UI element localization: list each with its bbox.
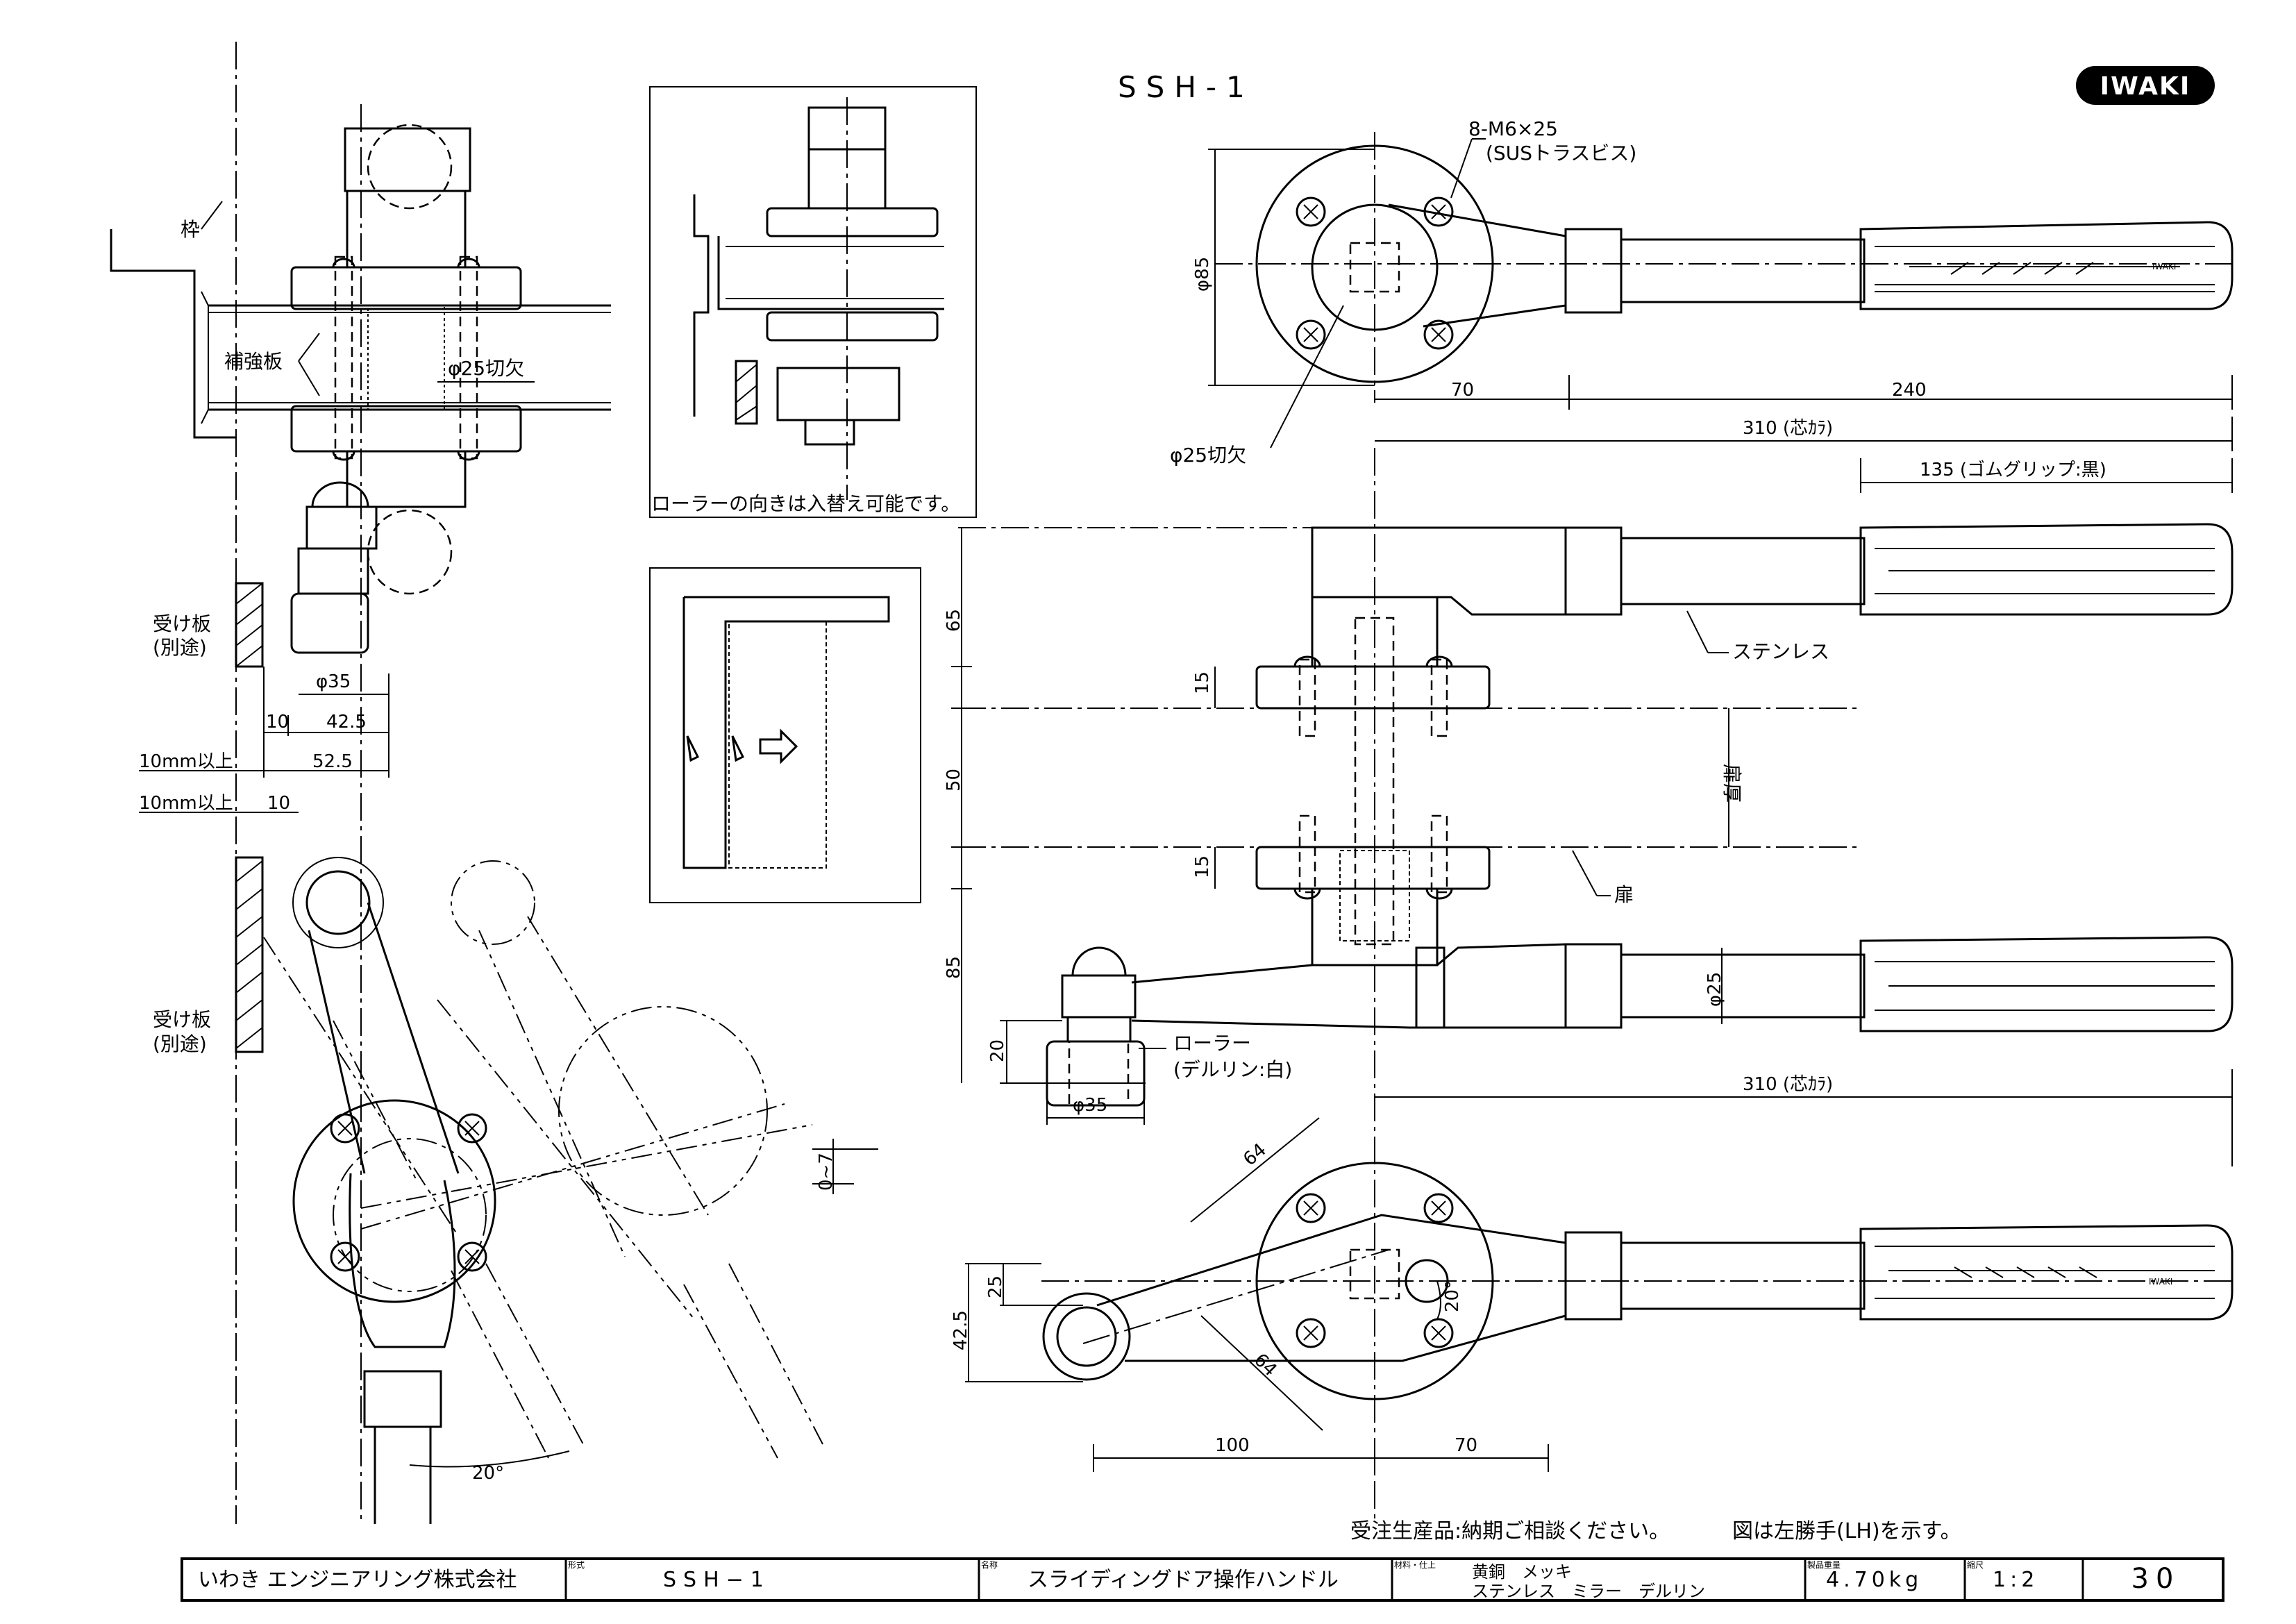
tb-name-label: 名称: [981, 1559, 998, 1570]
dim-240: 240: [1892, 380, 1927, 401]
tb-material-1: 黄銅 メッキ: [1472, 1562, 1572, 1582]
dim-70-bottom: 70: [1455, 1435, 1477, 1456]
side-elevation-view: 65 15 50 15 85 20 φ35 扉厚 φ25 ステンレス 扉 ローラ…: [944, 448, 2234, 1524]
screw-note: (SUSトラスビス): [1486, 142, 1636, 165]
dim-25: 25: [985, 1275, 1006, 1298]
dim-52-5: 52.5: [312, 751, 353, 772]
dim-42-5-bottom: 42.5: [950, 1310, 971, 1350]
order-note: 受注生産品:納期ご相談ください。: [1350, 1519, 1670, 1543]
top-plan-view: IWAKI φ85 8-M6×25 (SUSトラスビス) φ25切欠 70 24…: [1170, 117, 2236, 493]
tb-name: スライディングドア操作ハンドル: [1028, 1568, 1339, 1592]
bottom-plan-view: IWAKI 64 64 20° 25 42.5 100 70: [950, 1117, 2236, 1472]
dim-42-5: 42.5: [326, 712, 367, 733]
receiver-label-2b: (別途): [153, 1032, 207, 1055]
cutout-label-top: φ25切欠: [1170, 444, 1246, 467]
frame-label: 枠: [181, 218, 200, 241]
hand-note: 図は左勝手(LH)を示す。: [1732, 1519, 1961, 1543]
title-block: いわき エンジニアリング株式会社 形式 SSH−1 名称 スライディングドア操作…: [181, 1557, 2224, 1602]
tb-scale: 1:2: [1993, 1568, 2038, 1592]
dim-20: 20: [987, 1039, 1008, 1062]
dim-100: 100: [1215, 1435, 1250, 1456]
dim-phi35-side: φ35: [1073, 1095, 1107, 1116]
flange-screws-top: [1296, 196, 1454, 350]
tb-company: いわき エンジニアリング株式会社: [198, 1568, 517, 1592]
roller-note: ローラーの向きは入替え可能です。: [651, 492, 960, 515]
flange-screws-bottom: [1296, 1193, 1454, 1348]
dim-min-2: 10mm以上: [139, 793, 233, 814]
dim-70-top: 70: [1451, 380, 1474, 401]
tb-scale-label: 縮尺: [1967, 1559, 1984, 1570]
dim-phi85: φ85: [1192, 257, 1213, 292]
reinforcement-label: 補強板: [224, 350, 283, 373]
dim-phi35-left: φ35: [316, 671, 351, 692]
cutout-label-left: φ25切欠: [448, 357, 524, 380]
left-section-view: 枠 補強板 φ25切欠 受け板 (別途) 受け板 (別途) φ35 10 42.…: [110, 42, 611, 1524]
dim-64b: 64: [1250, 1350, 1281, 1381]
angle-20-left: 20°: [472, 1463, 504, 1484]
dim-65: 65: [944, 609, 964, 632]
drawing-title: SSH-1: [1118, 70, 1255, 104]
tb-weight: 4.70kg: [1826, 1568, 1922, 1592]
detail-roller-box: ローラーの向きは入替え可能です。: [649, 86, 977, 518]
dim-64a: 64: [1239, 1139, 1271, 1170]
dim-85: 85: [944, 956, 964, 979]
flange-screws-left: [330, 1113, 487, 1272]
roller-material: (デルリン:白): [1173, 1058, 1292, 1081]
roller-label: ローラー: [1173, 1032, 1251, 1055]
dim-phi25: φ25: [1704, 972, 1725, 1007]
tb-material-2: ステンレス ミラー デルリン: [1472, 1582, 1705, 1601]
left-dimensions: φ35 10 42.5 10mm以上 52.5 10mm以上 10: [139, 667, 389, 814]
receiver-label-2a: 受け板: [153, 1008, 211, 1031]
tb-model-label: 形式: [568, 1560, 585, 1570]
grip-slits-bottom: [1954, 1266, 2097, 1278]
door-thickness: 扉厚: [1720, 764, 1743, 803]
dim-15a: 15: [1192, 671, 1213, 694]
dim-10b: 10: [267, 793, 290, 814]
tb-material-label: 材料・仕上: [1394, 1560, 1436, 1570]
iwaki-logo: IWAKI: [2076, 66, 2215, 105]
receiver-label-1b: (別途): [153, 636, 207, 659]
dim-50: 50: [944, 769, 964, 792]
stainless-label: ステンレス: [1732, 640, 1829, 663]
receiver-label-1a: 受け板: [153, 612, 211, 635]
iwaki-logo-text: IWAKI: [2100, 72, 2191, 101]
tb-weight-label: 製品重量: [1807, 1560, 1841, 1570]
angle-20-bottom: 20°: [1442, 1280, 1463, 1312]
detail-door-box: [649, 567, 921, 903]
door-label: 扉: [1614, 883, 1634, 906]
dim-15b: 15: [1192, 855, 1213, 878]
dim-310-top: 310 (芯ｶﾗ): [1743, 418, 1833, 439]
tb-page: 30: [2131, 1563, 2181, 1595]
bolt-group-left: [332, 256, 480, 461]
dim-gap: 0~7: [816, 1153, 837, 1191]
left-rotation-view: 0~7 20°: [263, 857, 878, 1524]
tb-model: SSH−1: [663, 1568, 771, 1592]
dim-min-1: 10mm以上: [139, 751, 233, 772]
screw-spec: 8-M6×25: [1468, 117, 1558, 140]
dim-10: 10: [266, 712, 289, 733]
dim-310-side: 310 (芯ｶﾗ): [1743, 1074, 1833, 1095]
dim-135: 135 (ゴムグリップ:黒): [1920, 460, 2106, 480]
